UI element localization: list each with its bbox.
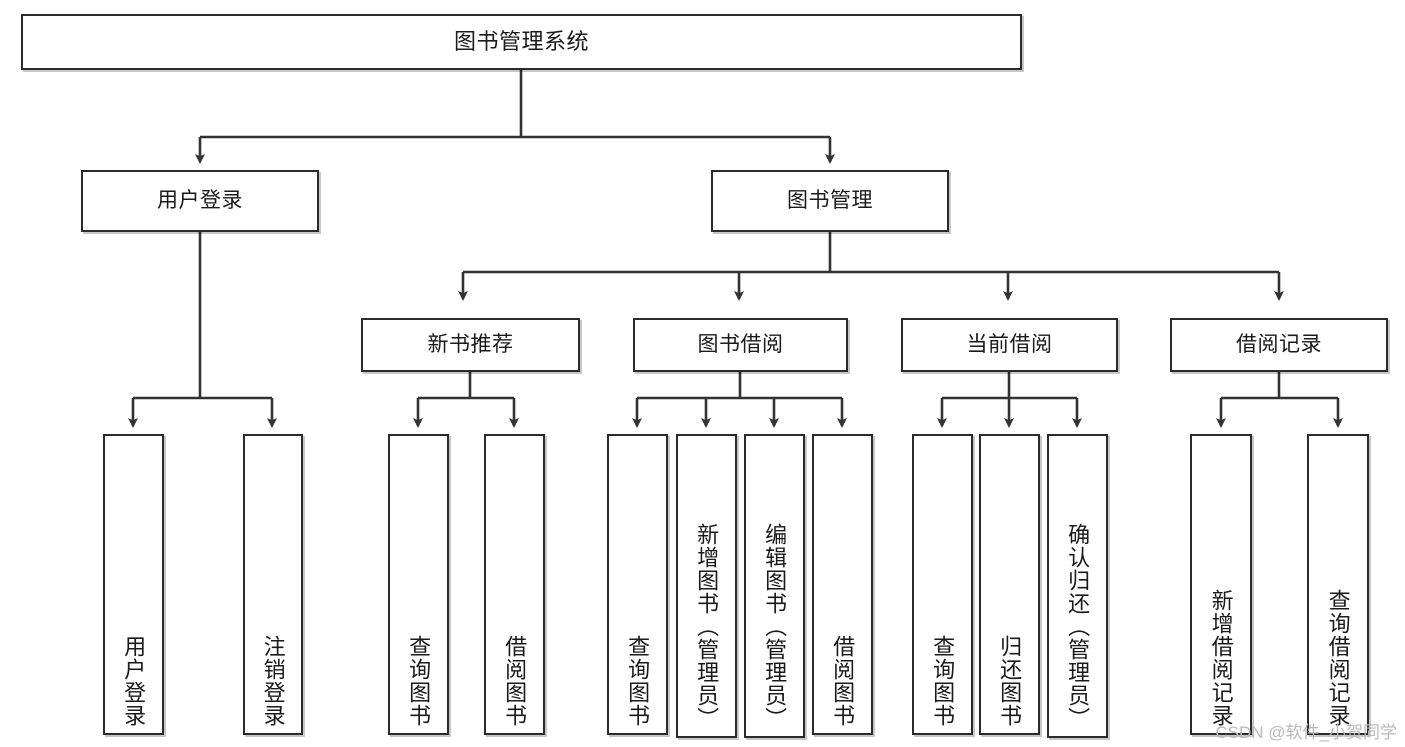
node-label: 用户登录	[121, 635, 147, 727]
node-label: 归还图书	[997, 635, 1023, 727]
leaf-confirm-return-admin[interactable]: 确认归还（管理员）	[1047, 434, 1108, 738]
node-label: 借阅图书	[830, 635, 856, 727]
leaf-query-book-current[interactable]: 查询图书	[912, 434, 973, 735]
leaf-add-borrow-record[interactable]: 新增借阅记录	[1190, 434, 1252, 735]
leaf-query-borrow-record[interactable]: 查询借阅记录	[1307, 434, 1369, 735]
node-book-management[interactable]: 图书管理	[711, 170, 949, 232]
node-label: 用户登录	[157, 188, 243, 212]
node-label: 图书管理	[787, 188, 873, 212]
node-label: 编辑图书（管理员）	[762, 523, 788, 730]
node-label: 查询图书	[406, 635, 432, 727]
node-label: 借阅记录	[1236, 332, 1322, 356]
leaf-logout[interactable]: 注销登录	[243, 434, 303, 735]
leaf-borrow-book[interactable]: 借阅图书	[812, 434, 873, 735]
node-label: 查询借阅记录	[1325, 589, 1351, 727]
watermark-text: CSDN @软件_小贺同学	[1215, 723, 1397, 742]
leaf-query-book-new-rec[interactable]: 查询图书	[388, 434, 449, 735]
node-user-login[interactable]: 用户登录	[81, 170, 319, 232]
leaf-edit-book-admin[interactable]: 编辑图书（管理员）	[744, 434, 805, 738]
node-label: 查询图书	[930, 635, 956, 727]
leaf-return-book[interactable]: 归还图书	[979, 434, 1040, 735]
node-borrow-record[interactable]: 借阅记录	[1170, 318, 1388, 372]
node-label: 新书推荐	[427, 332, 514, 356]
node-new-book-recommend[interactable]: 新书推荐	[361, 318, 580, 372]
node-label: 确认归还（管理员）	[1065, 523, 1091, 730]
leaf-add-book-admin[interactable]: 新增图书（管理员）	[676, 434, 737, 738]
leaf-user-login[interactable]: 用户登录	[103, 434, 164, 735]
node-label: 注销登录	[260, 635, 286, 727]
leaf-query-book-borrow[interactable]: 查询图书	[607, 434, 668, 735]
node-label: 查询图书	[625, 635, 651, 727]
node-label: 图书借阅	[697, 332, 784, 356]
node-current-borrow[interactable]: 当前借阅	[901, 318, 1118, 372]
leaf-borrow-book-new-rec[interactable]: 借阅图书	[484, 434, 545, 735]
node-label: 新增图书（管理员）	[694, 523, 720, 730]
node-label: 当前借阅	[966, 332, 1053, 356]
node-label: 图书管理系统	[453, 29, 589, 55]
node-label: 借阅图书	[502, 635, 528, 727]
node-label: 新增借阅记录	[1208, 589, 1234, 727]
node-book-borrow[interactable]: 图书借阅	[633, 318, 848, 372]
node-root-book-management-system[interactable]: 图书管理系统	[21, 14, 1022, 70]
